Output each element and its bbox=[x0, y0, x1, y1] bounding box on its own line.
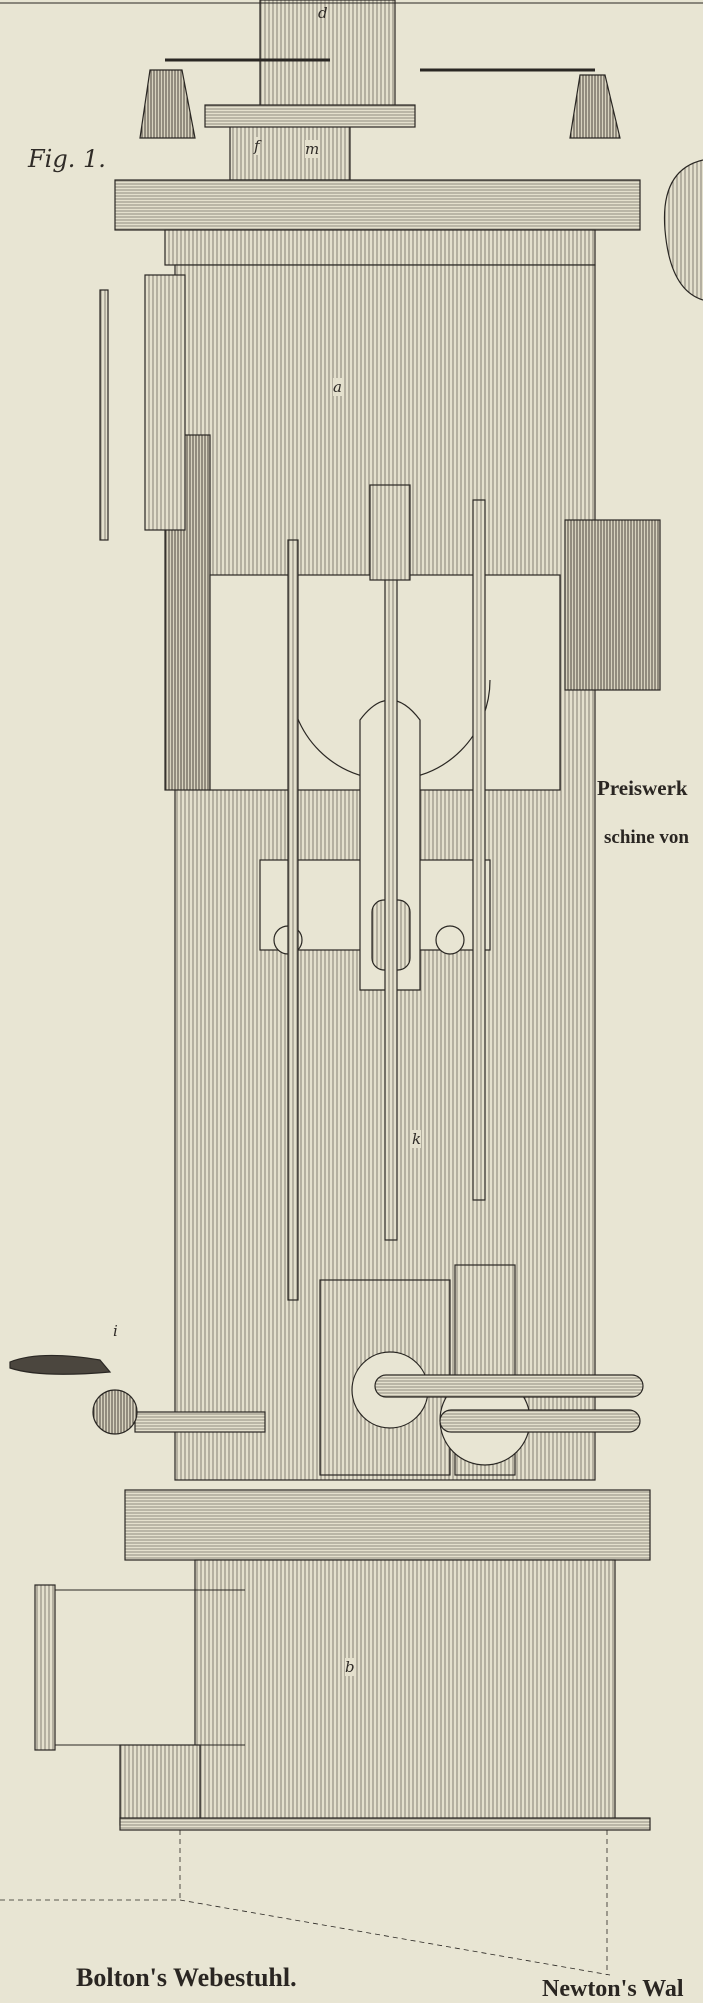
figure-label: Fig. 1. bbox=[28, 145, 106, 173]
label-b: b bbox=[345, 1658, 355, 1676]
label-m: m bbox=[305, 140, 320, 158]
label-d: d bbox=[318, 4, 328, 22]
label-a: a bbox=[333, 378, 342, 396]
steam-pipe bbox=[374, 1374, 644, 1398]
top-flange bbox=[114, 179, 641, 231]
right-flywheel bbox=[564, 519, 661, 691]
label-f: f bbox=[254, 137, 260, 155]
left-weight bbox=[139, 69, 196, 139]
label-i: i bbox=[113, 1322, 118, 1340]
piston-rod-k bbox=[384, 559, 398, 1241]
handle-i bbox=[9, 1354, 112, 1375]
side-caption-line2: schine von bbox=[604, 827, 689, 848]
label-k: k bbox=[412, 1130, 422, 1148]
lower-column-b bbox=[194, 1559, 616, 1826]
right-weight bbox=[569, 74, 621, 139]
side-caption-line1: Preiswerk bbox=[597, 776, 688, 800]
base-flange bbox=[124, 1489, 651, 1561]
caption-bolton: Bolton's Webestuhl. bbox=[76, 1963, 297, 1992]
caption-newton: Newton's Wal bbox=[542, 1976, 684, 2002]
